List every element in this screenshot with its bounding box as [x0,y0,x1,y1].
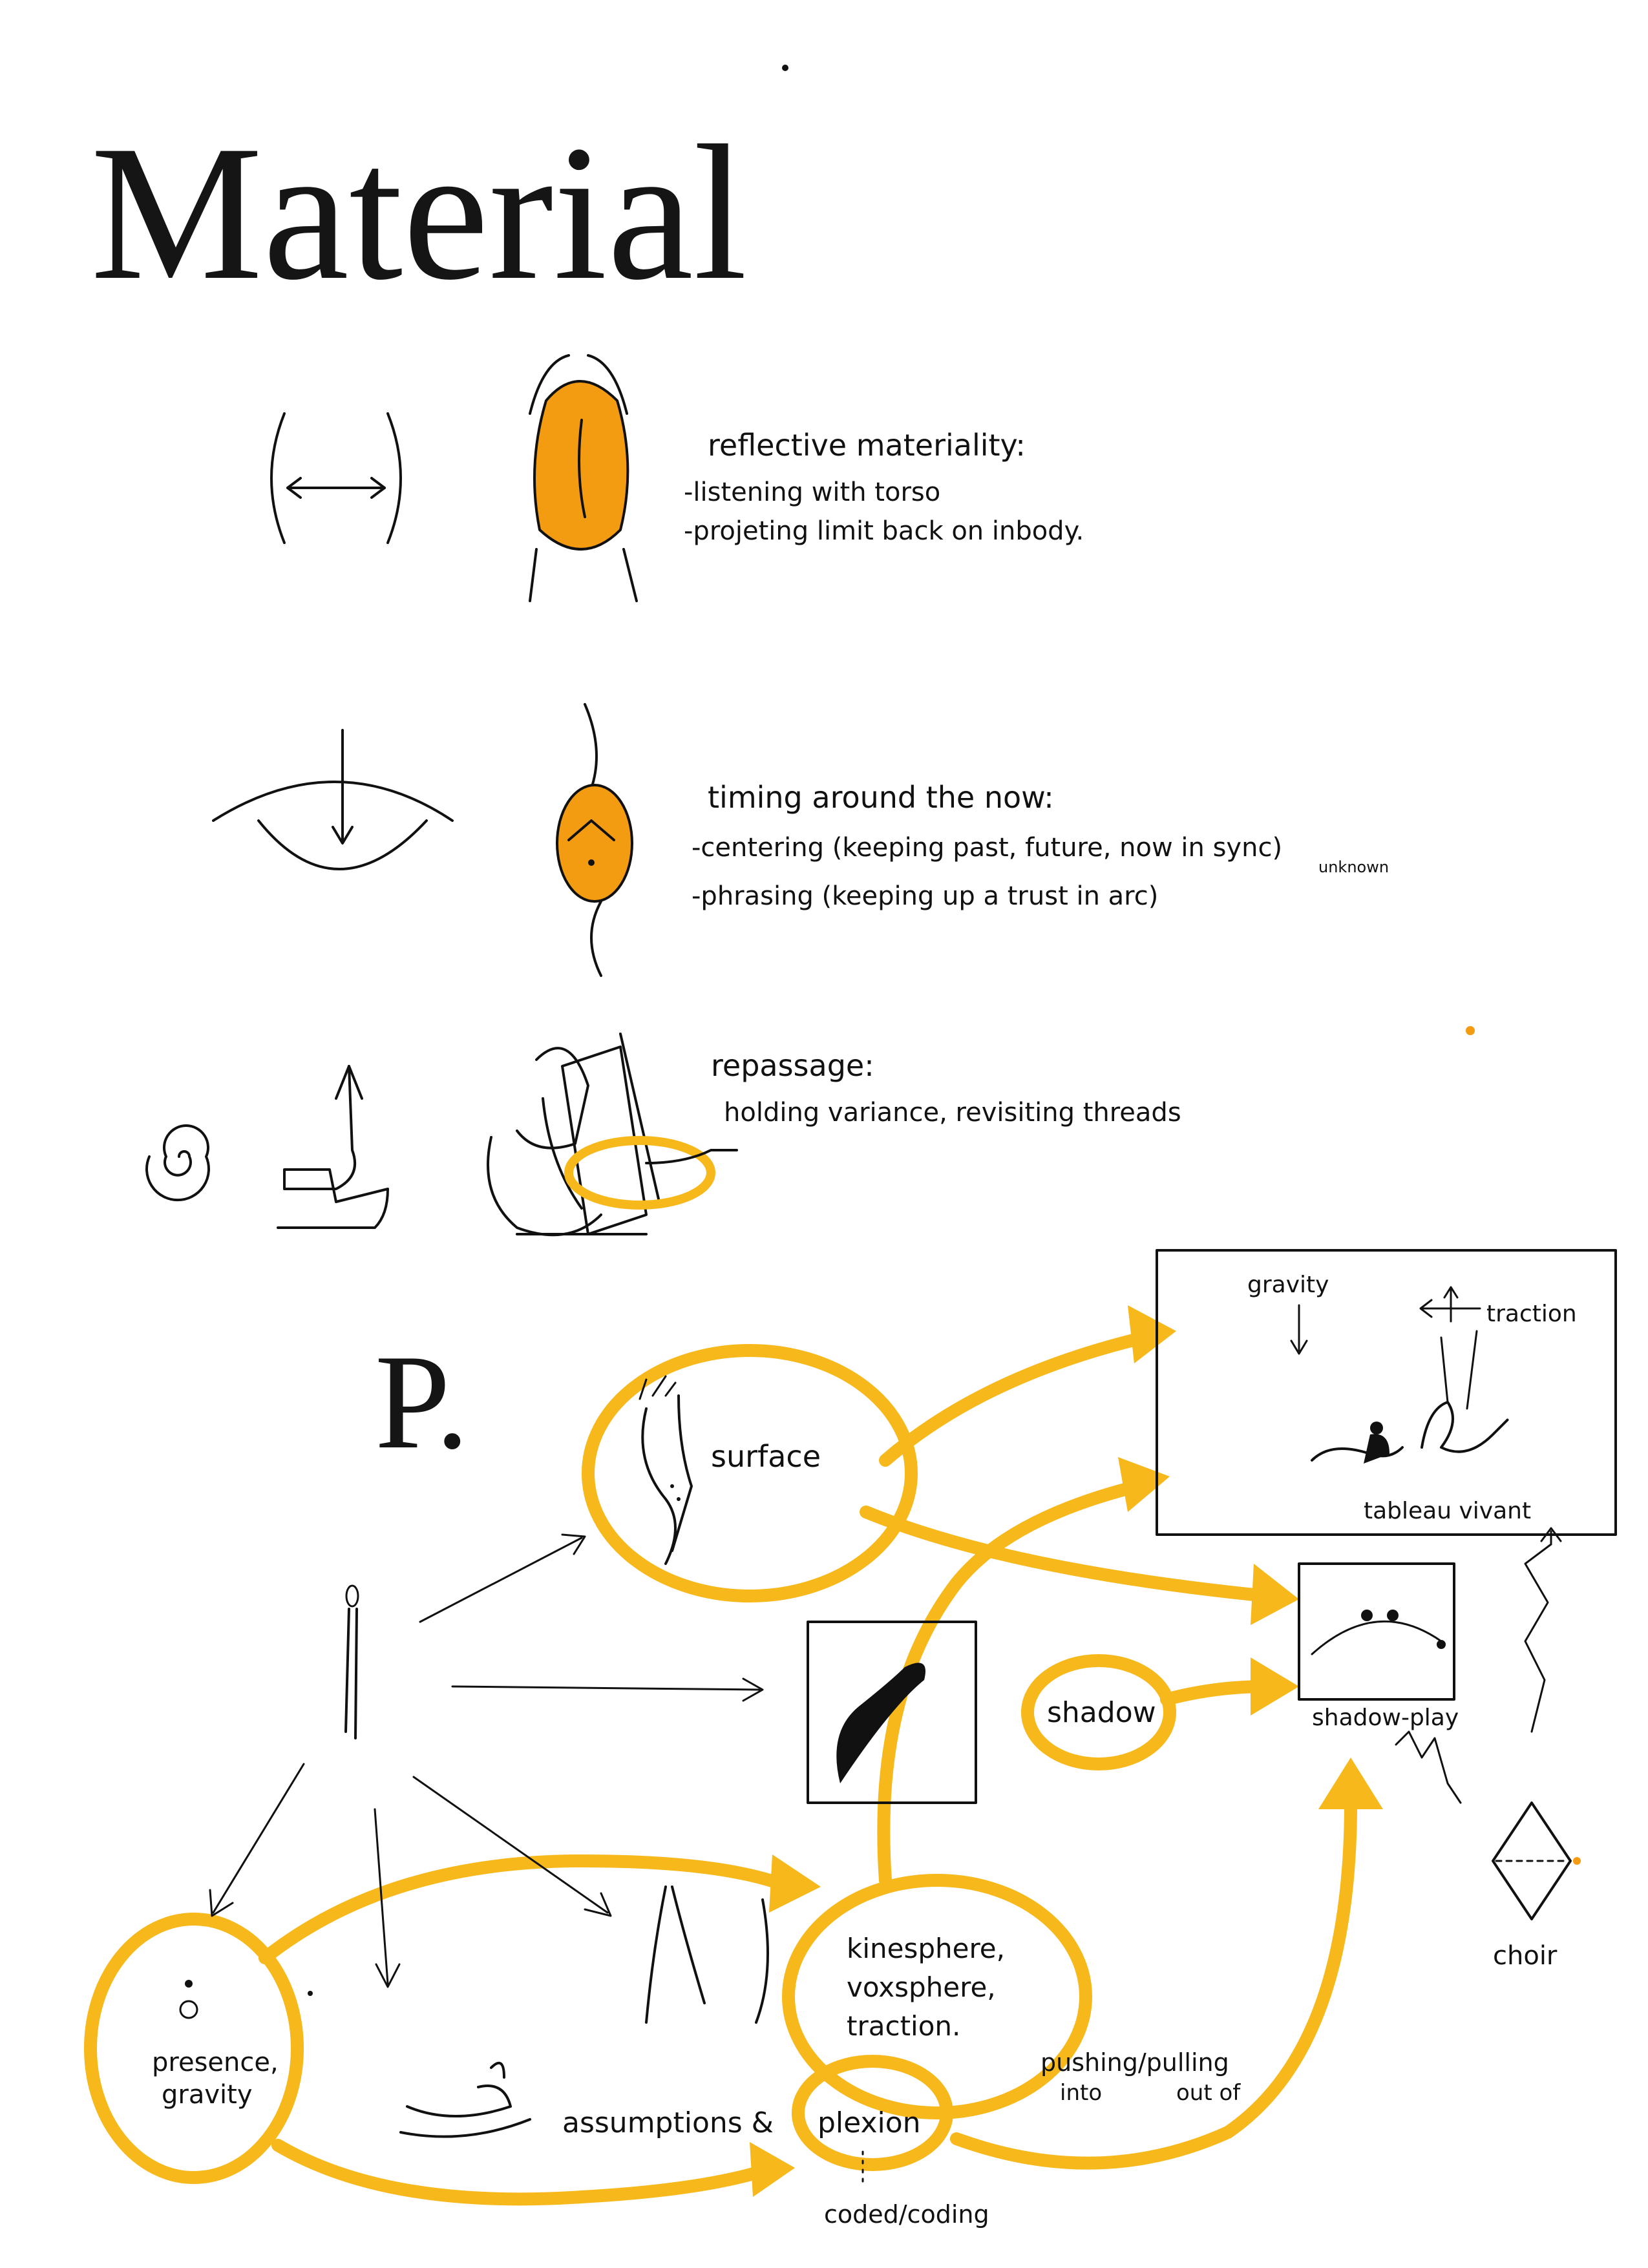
coded-coding-label: coded/coding [824,2200,989,2229]
repassage-figure-icon [487,1033,738,1237]
shadow-play-panel [1298,1562,1455,1701]
arrow-plexion-shadowplay [950,1796,1357,2170]
stray-dot-2 [308,1991,313,1996]
node-presence-ring [84,1913,304,2184]
squiggle-link-tableau [1524,1543,1552,1733]
node-surface-ring [582,1344,918,1602]
tableau-vivant-panel [1156,1249,1617,1536]
reflective-point-1: -listening with torso [684,478,940,507]
stray-dot [782,65,788,71]
timing-heading: timing around the now: [708,780,1054,815]
arrow-surface-tableau [879,1331,1150,1467]
section-mark: P. [375,1327,469,1477]
stray-orange-dot [1466,1026,1475,1035]
tableau-traction-label: traction [1486,1301,1577,1327]
symbol-arc-arrow-icon [212,729,454,870]
moment-figure-icon [556,703,633,977]
pushing-pulling-label: pushing/pulling [1041,2048,1229,2077]
timing-point-1: -centering (keeping past, future, now in… [692,833,1282,863]
highlighter-arrows [259,1305,1383,2206]
node-surface-label: surface [711,1439,821,1474]
node-kinesphere-line-1: kinesphere, [847,1933,1005,1964]
reflective-materiality-heading: reflective materiality: [708,428,1026,463]
shadow-figure-icon [836,1663,925,1783]
node-plexion-label: plexion [818,2106,921,2139]
squiggle-link-choir [1395,1730,1462,1804]
traction-arrows-icon [1419,1286,1481,1323]
tableau-figures-icon [1311,1330,1509,1464]
shadow-play-label: shadow-play [1312,1705,1459,1731]
node-kinesphere-ring [782,1874,1092,2119]
surface-hand-icon [639,1375,693,1565]
zigzag-thread-icon [277,1065,389,1229]
page-title: Material [90,105,747,320]
assumptions-label: assumptions & [562,2106,774,2139]
repassage-heading: repassage: [711,1048,874,1083]
arrow-surface-shadowplay [860,1506,1273,1602]
node-plexion-ring [792,2055,953,2171]
arrow-presence-plexion [271,2139,769,2206]
node-kinesphere-line-3: traction. [847,2010,960,2042]
standing-figure-icon [344,1584,359,1739]
torso-figure-icon [529,354,638,602]
node-shadow-ring [1021,1654,1176,1770]
presence-dot-icon [185,1980,193,1988]
node-presence-line-1: presence, [152,2048,279,2077]
timing-point-2: -phrasing (keeping up a trust in arc) [692,881,1158,911]
assumptions-figure-icon [399,2061,531,2138]
tableau-gravity-label: gravity [1247,1272,1329,1298]
pulling-out-of-label: out of [1176,2080,1241,2106]
repassage-point-1: holding variance, revisiting threads [724,1098,1181,1128]
reflective-point-2: -projeting limit back on inbody. [684,516,1084,546]
tableau-vivant-label: tableau vivant [1364,1498,1531,1524]
node-shadow-label: shadow [1047,1696,1156,1729]
unknown-annotation: unknown [1318,858,1389,876]
arrow-kinesphere-tableau [877,1480,1144,1887]
node-presence-line-2: gravity [162,2080,253,2110]
arrow-presence-kinesphere [259,1854,795,1964]
shadow-figure-panel [807,1621,977,1804]
node-kinesphere-line-2: voxsphere, [847,1971,996,2003]
ink-branch-arrows [209,1533,764,1988]
choir-diamond-icon [1492,1801,1572,1920]
spiral-icon [145,1124,210,1202]
presence-figure-icon [179,2000,198,2019]
pushing-into-label: into [1060,2080,1102,2106]
symbol-double-arrow-icon [270,412,402,544]
walking-legs-icon [645,1885,769,2024]
shadow-play-arc-icon [1311,1620,1442,1655]
choir-label: choir [1493,1941,1558,1971]
